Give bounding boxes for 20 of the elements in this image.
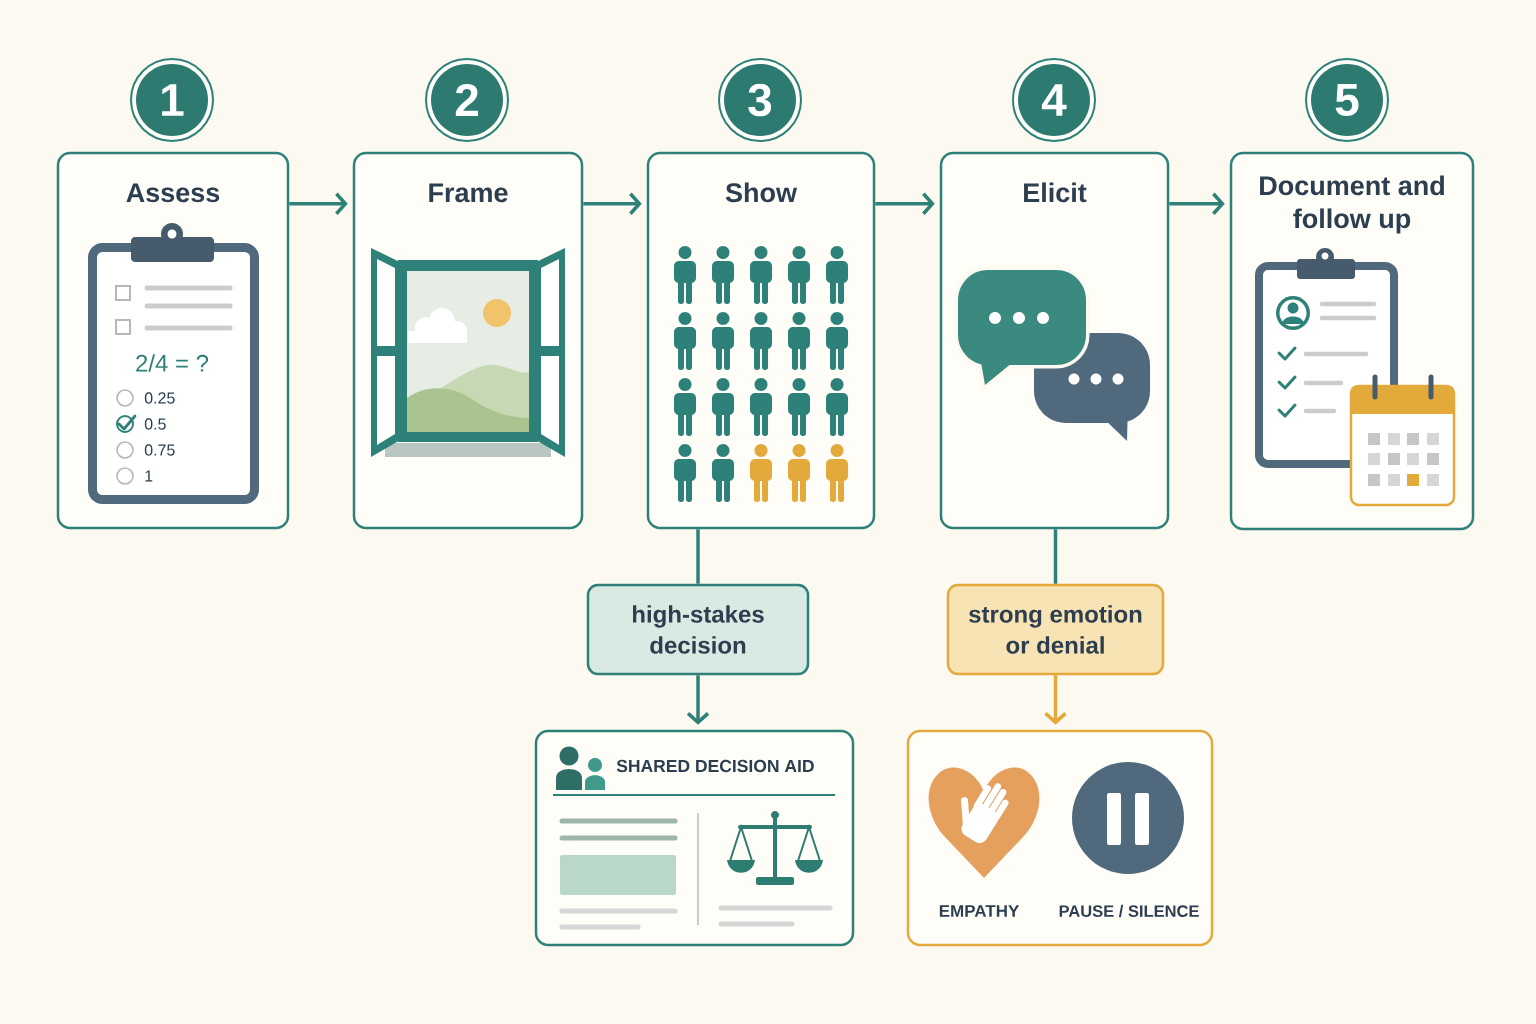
arrow bbox=[289, 192, 348, 215]
number-badge: 4 bbox=[1012, 58, 1096, 142]
number-badge: 2 bbox=[425, 58, 509, 142]
arrow bbox=[686, 675, 710, 725]
condition-box: high-stakes decision bbox=[586, 583, 810, 676]
answer-option: 0.75 bbox=[144, 444, 175, 456]
arrow bbox=[1169, 192, 1225, 215]
answer-option: 1 bbox=[145, 470, 153, 482]
answer-option: 0.5 bbox=[144, 418, 166, 430]
condition-box: strong emotion or denial bbox=[946, 583, 1165, 676]
number-badge: 1 bbox=[130, 58, 214, 142]
connector-line bbox=[1053, 529, 1058, 584]
arrow bbox=[583, 192, 642, 215]
answer-option: 0.25 bbox=[144, 392, 175, 404]
connector-line bbox=[696, 529, 700, 584]
arrow bbox=[1044, 675, 1067, 725]
quiz-question: 2/4 = ? bbox=[136, 354, 209, 372]
arrow bbox=[875, 192, 935, 215]
number-badge: 5 bbox=[1305, 58, 1389, 142]
number-badge: 3 bbox=[718, 58, 802, 142]
